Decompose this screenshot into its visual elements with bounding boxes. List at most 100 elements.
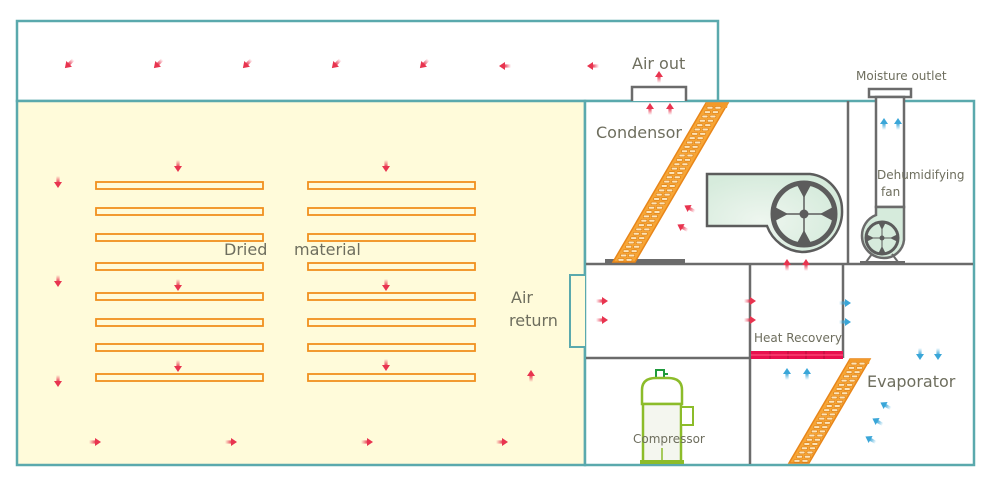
- coil-slot: [704, 110, 711, 114]
- coil-slot: [851, 374, 858, 378]
- coil-slot: [831, 408, 839, 412]
- coil-slot: [650, 201, 658, 205]
- evaporator-coil: [787, 358, 872, 464]
- coil-slot: [663, 180, 671, 184]
- coil-slot: [638, 236, 646, 240]
- compressor-label: Compressor: [633, 432, 705, 446]
- coil-slot: [833, 404, 841, 408]
- dried-label: Dried: [224, 240, 268, 259]
- coil-slot: [796, 455, 803, 459]
- material-tray: [95, 181, 264, 190]
- condenser-base: [605, 259, 685, 264]
- coil-slot: [671, 166, 678, 171]
- coil-slot: [696, 136, 704, 140]
- coil-slot: [666, 188, 673, 192]
- material-tray: [95, 207, 264, 216]
- coil-slot: [658, 188, 665, 192]
- air-return-label-line1: Air: [511, 288, 533, 307]
- dehumidifying-fan: [860, 87, 913, 263]
- coil-slot: [801, 459, 809, 463]
- coil-slot: [845, 370, 853, 374]
- coil-slot: [689, 149, 696, 153]
- air-return-label-line2: return: [509, 311, 558, 330]
- coil-slot: [635, 227, 643, 232]
- coil-slot: [630, 236, 638, 240]
- coil-slot: [653, 197, 660, 201]
- coil-slot: [691, 132, 699, 136]
- material-tray: [95, 318, 264, 327]
- coil-slot: [856, 366, 863, 370]
- coil-slot: [707, 119, 714, 123]
- moisture-outlet-label: Moisture outlet: [856, 69, 947, 83]
- coil-slot: [620, 253, 627, 258]
- coil-slot: [681, 162, 689, 166]
- coil-slot: [838, 395, 846, 400]
- coil-slot: [635, 240, 643, 245]
- material-label: material: [294, 240, 361, 259]
- air-return-vent: [569, 274, 585, 348]
- air-out-label: Air out: [632, 54, 686, 73]
- material-tray: [95, 343, 264, 352]
- coil-slot: [848, 366, 855, 370]
- coil-slot: [818, 417, 826, 421]
- coil-slot: [830, 395, 838, 400]
- coil-slot: [663, 193, 671, 197]
- air-out-vent: [630, 85, 688, 101]
- coil-slot: [838, 383, 845, 387]
- coil-slot: [660, 184, 668, 188]
- coil-slot: [803, 442, 811, 446]
- coil-slot: [801, 446, 808, 450]
- coil-slot: [628, 253, 635, 258]
- material-tray: [307, 262, 476, 271]
- coil-slot: [678, 153, 686, 158]
- material-tray: [307, 292, 476, 301]
- coil-slot: [656, 206, 663, 210]
- coil-slot: [632, 232, 640, 236]
- coil-slot: [819, 429, 826, 433]
- coil-slot: [848, 378, 856, 383]
- material-tray: [307, 233, 476, 242]
- coil-slot: [666, 175, 673, 179]
- coil-slot: [798, 450, 806, 455]
- coil-slot: [679, 166, 686, 171]
- coil-slot: [638, 223, 645, 227]
- coil-slot: [617, 258, 625, 262]
- coil-slot: [701, 114, 709, 119]
- coil-slot: [693, 127, 701, 132]
- material-tray: [307, 343, 476, 352]
- coil-slot: [691, 145, 699, 149]
- coil-slot: [820, 412, 828, 417]
- coil-slot: [694, 140, 701, 145]
- coil-slot: [840, 378, 848, 383]
- heat-recovery-label: Heat Recovery: [754, 331, 842, 345]
- coil-slot: [714, 106, 722, 110]
- coil-slot: [648, 219, 656, 223]
- coil-slot: [811, 429, 818, 433]
- coil-slot: [841, 391, 848, 395]
- coil-slot: [625, 245, 632, 249]
- coil-slot: [826, 417, 834, 421]
- coil-slot: [681, 149, 688, 153]
- coil-slot: [653, 210, 661, 214]
- coil-slot: [676, 171, 684, 175]
- coil-slot: [806, 438, 813, 442]
- coil-slot: [684, 158, 691, 162]
- coil-slot: [622, 249, 630, 253]
- coil-slot: [814, 438, 821, 442]
- coil-slot: [825, 404, 833, 408]
- coil-slot: [793, 459, 801, 463]
- coil-slot: [850, 362, 858, 366]
- coil-slot: [704, 123, 712, 127]
- material-tray: [95, 233, 264, 242]
- coil-slot: [806, 450, 814, 455]
- coil-slot: [809, 446, 816, 450]
- material-tray: [307, 373, 476, 382]
- coil-slot: [668, 171, 676, 175]
- coil-slot: [643, 227, 651, 232]
- coil-slot: [823, 408, 831, 412]
- coil-slot: [643, 214, 650, 218]
- condenser-coil: [611, 102, 730, 263]
- coil-slot: [696, 123, 704, 127]
